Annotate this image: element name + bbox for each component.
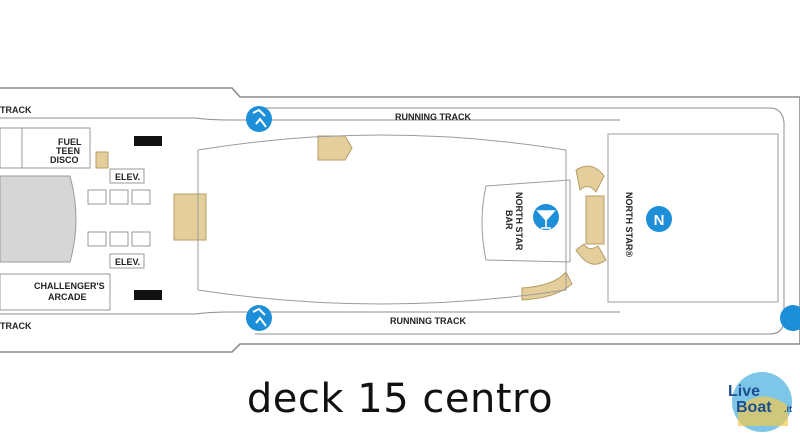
stairs-bar [521, 271, 573, 301]
cocktail-glass-icon [533, 204, 559, 230]
running-track-left-bottom: TRACK [0, 321, 32, 331]
track-inner-line-bottom [0, 311, 620, 315]
elev-top-label: ELEV. [115, 172, 140, 182]
north-star-bar-label: NORTH STAR [514, 192, 524, 251]
stairs-north-star-mid [585, 195, 605, 245]
north-star-room [607, 133, 779, 303]
liveboat-logo: Live Boat .it [718, 356, 800, 438]
elevator-banks [87, 189, 151, 247]
running-track-icon [246, 106, 272, 132]
teen-label: TEEN [56, 146, 80, 156]
running-track-left-top: TRACK [0, 105, 32, 115]
stairs-left-fore [95, 151, 109, 169]
running-track-icon [780, 305, 800, 331]
disco-label: DISCO [50, 155, 79, 165]
elev-top-box [109, 168, 145, 184]
north-star-bar-room [481, 179, 571, 263]
north-star-label: NORTH STAR® [624, 192, 634, 257]
running-track-bottom: RUNNING TRACK [390, 316, 466, 326]
svg-text:Boat: Boat [736, 399, 772, 416]
fuel-teen-disco-room [0, 127, 91, 169]
track-outer-right [255, 107, 785, 335]
stairs-north-star-top [575, 165, 605, 193]
restroom-icon [134, 290, 162, 300]
north-star-icon: N [646, 206, 672, 232]
gray-venue [0, 175, 77, 263]
running-track-top: RUNNING TRACK [395, 112, 471, 122]
stairs-pool [317, 135, 353, 161]
stairs-center-fore [173, 193, 207, 241]
svg-text:Live: Live [728, 383, 760, 400]
stairs-north-star-bottom [575, 243, 607, 265]
running-track-icon [246, 305, 272, 331]
fuel-label: FUEL [58, 137, 82, 147]
elev-bottom-box [109, 253, 145, 269]
arcade-label: ARCADE [48, 292, 87, 302]
elev-bottom-label: ELEV. [115, 257, 140, 267]
challengers-arcade-room [0, 273, 111, 311]
bar-label: BAR [504, 210, 514, 230]
hull-outline [0, 87, 800, 353]
svg-text:.it: .it [784, 404, 792, 414]
deck-caption: deck 15 centro [246, 376, 554, 422]
restroom-icon [134, 136, 162, 146]
track-inner-line [0, 117, 620, 121]
challengers-label: CHALLENGER'S [34, 281, 105, 291]
svg-text:N: N [654, 212, 665, 229]
central-venue-outline [197, 134, 567, 305]
